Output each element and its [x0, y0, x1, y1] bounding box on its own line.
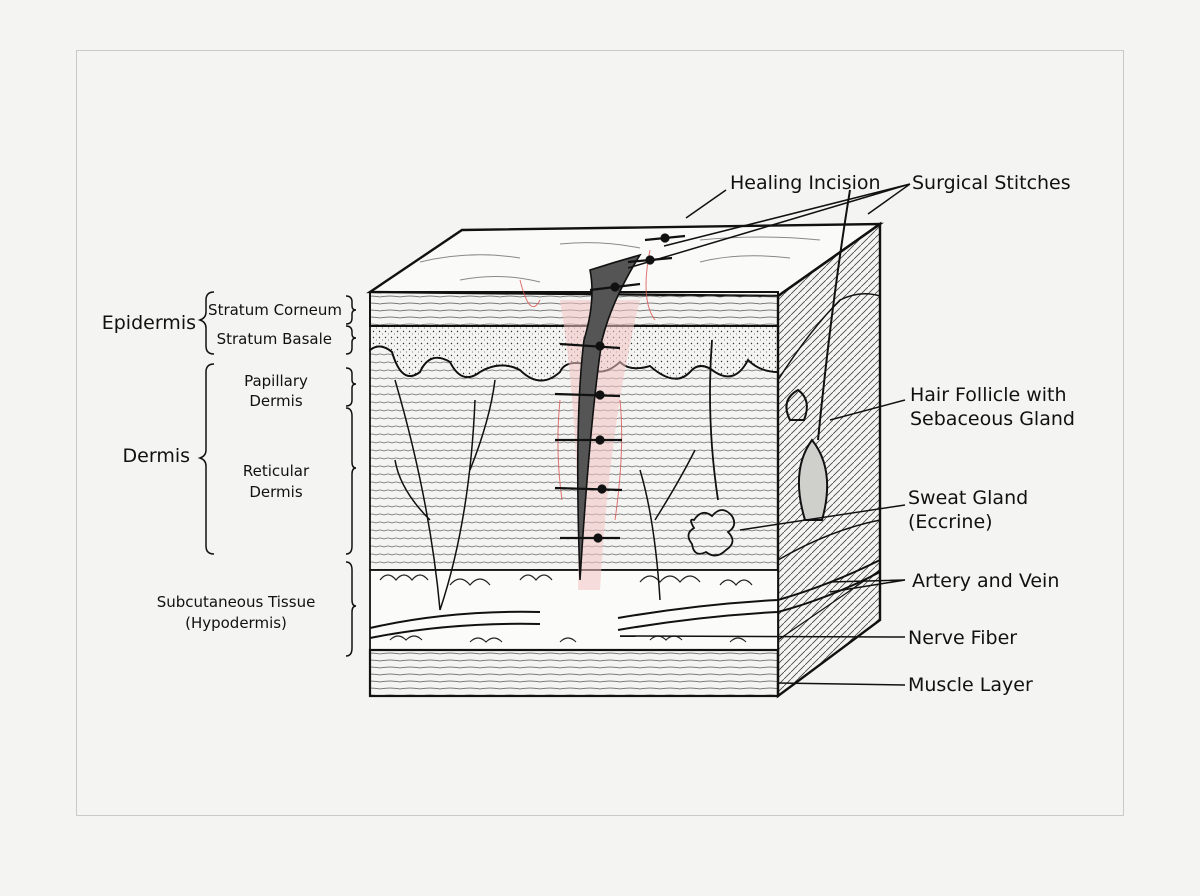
subcutaneous-layer	[369, 569, 779, 651]
label-dermis: Dermis	[123, 445, 190, 467]
label-hair-follicle-line2: Sebaceous Gland	[910, 408, 1075, 430]
label-stratum-corneum: Stratum Corneum	[208, 301, 342, 319]
label-reticular-dermis-line1: Reticular	[243, 462, 310, 480]
label-healing-incision: Healing Incision	[730, 172, 881, 194]
label-artery-vein: Artery and Vein	[912, 570, 1059, 592]
sweat-gland	[687, 339, 736, 557]
hair-follicle	[785, 189, 851, 521]
label-sweat-gland-line1: Sweat Gland	[908, 487, 1028, 509]
artery-vein-vessels	[369, 559, 881, 639]
skin-side-face	[776, 221, 882, 699]
label-papillary-dermis-line1: Papillary	[244, 372, 308, 390]
label-papillary-dermis-line2: Dermis	[249, 392, 302, 410]
dermal-vessels	[394, 379, 696, 611]
label-muscle-layer: Muscle Layer	[908, 674, 1033, 696]
label-sweat-gland-line2: (Eccrine)	[908, 511, 993, 533]
label-hair-follicle-line1: Hair Follicle with	[910, 384, 1067, 406]
label-surgical-stitches: Surgical Stitches	[912, 172, 1071, 194]
muscle-layer	[368, 648, 780, 698]
label-nerve-fiber: Nerve Fiber	[908, 627, 1017, 649]
layer-brackets	[197, 291, 357, 657]
label-stratum-basale: Stratum Basale	[217, 330, 332, 348]
label-subcutaneous-line2: (Hypodermis)	[185, 614, 287, 632]
healing-incision	[576, 253, 642, 581]
label-reticular-dermis-line2: Dermis	[249, 483, 302, 501]
diagram-frame	[76, 50, 1124, 816]
surgical-stitches	[554, 233, 686, 543]
leader-lines	[619, 183, 911, 686]
label-subcutaneous-line1: Subcutaneous Tissue	[157, 593, 316, 611]
label-epidermis: Epidermis	[102, 312, 196, 334]
